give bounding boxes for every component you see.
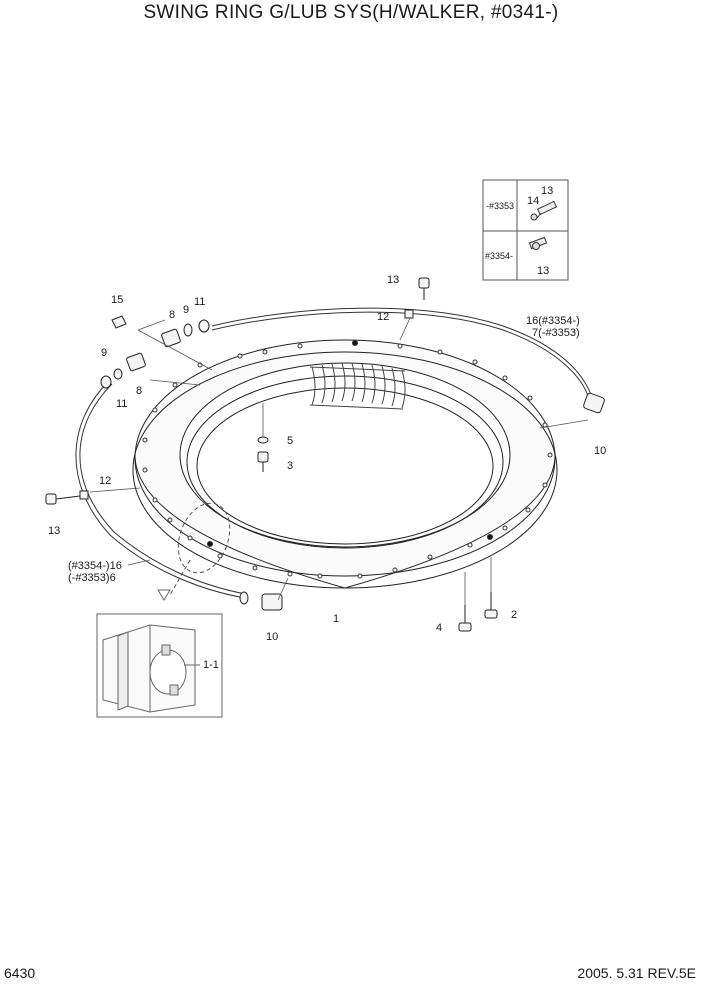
page-number: 6430 bbox=[4, 965, 36, 981]
inset-bolt-icon bbox=[528, 200, 558, 250]
callout-2: 2 bbox=[511, 609, 517, 621]
leader-lines bbox=[89, 317, 589, 605]
callout-12-top: 12 bbox=[377, 311, 389, 323]
callout-9-top: 9 bbox=[183, 304, 189, 316]
callout-4: 4 bbox=[436, 622, 442, 634]
inset-table bbox=[482, 179, 569, 281]
hose-left-label-2: (-#3353)6 bbox=[68, 572, 116, 584]
inset-part-14: 14 bbox=[527, 195, 539, 207]
hose-right-label-2: 7(-#3353) bbox=[532, 327, 580, 339]
callout-13-left: 13 bbox=[48, 525, 60, 537]
callout-8-top: 8 bbox=[169, 309, 175, 321]
callout-11-top: 11 bbox=[194, 296, 205, 308]
callout-15: 15 bbox=[111, 294, 123, 306]
callout-5: 5 bbox=[287, 435, 293, 447]
detail-view bbox=[96, 613, 223, 718]
callout-8-left: 8 bbox=[136, 385, 142, 397]
callout-13-top: 13 bbox=[387, 274, 399, 286]
page-title: SWING RING G/LUB SYS(H/WALKER, #0341-) bbox=[143, 2, 559, 23]
detail-callout bbox=[169, 502, 231, 596]
fittings bbox=[45, 277, 605, 632]
callout-labels: -#3353 #3354- 14 13 13 13 12 16(#3354-) … bbox=[48, 185, 606, 671]
callout-10-right: 10 bbox=[594, 445, 606, 457]
callout-3: 3 bbox=[287, 460, 293, 472]
swing-ring bbox=[132, 339, 558, 589]
ring-bolt-holes bbox=[142, 340, 553, 579]
callout-1: 1 bbox=[333, 613, 339, 625]
callout-10-bottom: 10 bbox=[266, 631, 278, 643]
callout-9-left: 9 bbox=[101, 347, 107, 359]
revision-date: 2005. 5.31 REV.5E bbox=[577, 965, 696, 981]
callout-11-left: 11 bbox=[116, 398, 127, 410]
hose-left-label-1: (#3354-)16 bbox=[68, 560, 122, 572]
callout-12-left: 12 bbox=[99, 475, 111, 487]
hose-right-label-1: 16(#3354-) bbox=[526, 315, 580, 327]
inset-part-13a: 13 bbox=[541, 185, 553, 197]
inset-part-13b: 13 bbox=[537, 265, 549, 277]
inset-row2-label: #3354- bbox=[485, 251, 513, 261]
callout-1-1: 1-1 bbox=[203, 659, 219, 671]
inset-row1-label: -#3353 bbox=[486, 201, 514, 211]
grease-hoses bbox=[75, 307, 593, 599]
